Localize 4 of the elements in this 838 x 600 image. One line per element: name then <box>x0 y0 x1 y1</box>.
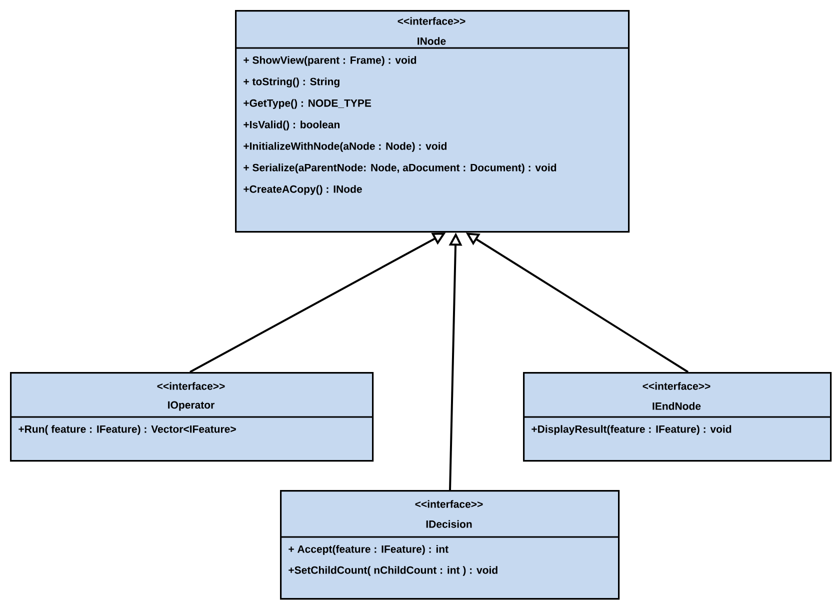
class-box: <<interface>> INode + ShowView(parent : Frame) : void + toString() : String +GetType() : NODE_TYPE +IsValid() : boolean +InitializeWithNode(aNode : Node) : void + Serialize(aParentNode: Node, aDocument : Document) : void +CreateACopy() : INode <box>235 10 630 233</box>
class-box: <<interface>> IEndNode +DisplayResult(feature : IFeature) : void <box>523 372 832 462</box>
class-box: <<interface>> IDecision + Accept(feature : IFeature) : int +SetChildCount( nChildCount : int ) : void <box>280 490 620 600</box>
class-box: <<interface>> IOperator +Run( feature : IFeature) : Vector<IFeature> <box>10 372 374 462</box>
